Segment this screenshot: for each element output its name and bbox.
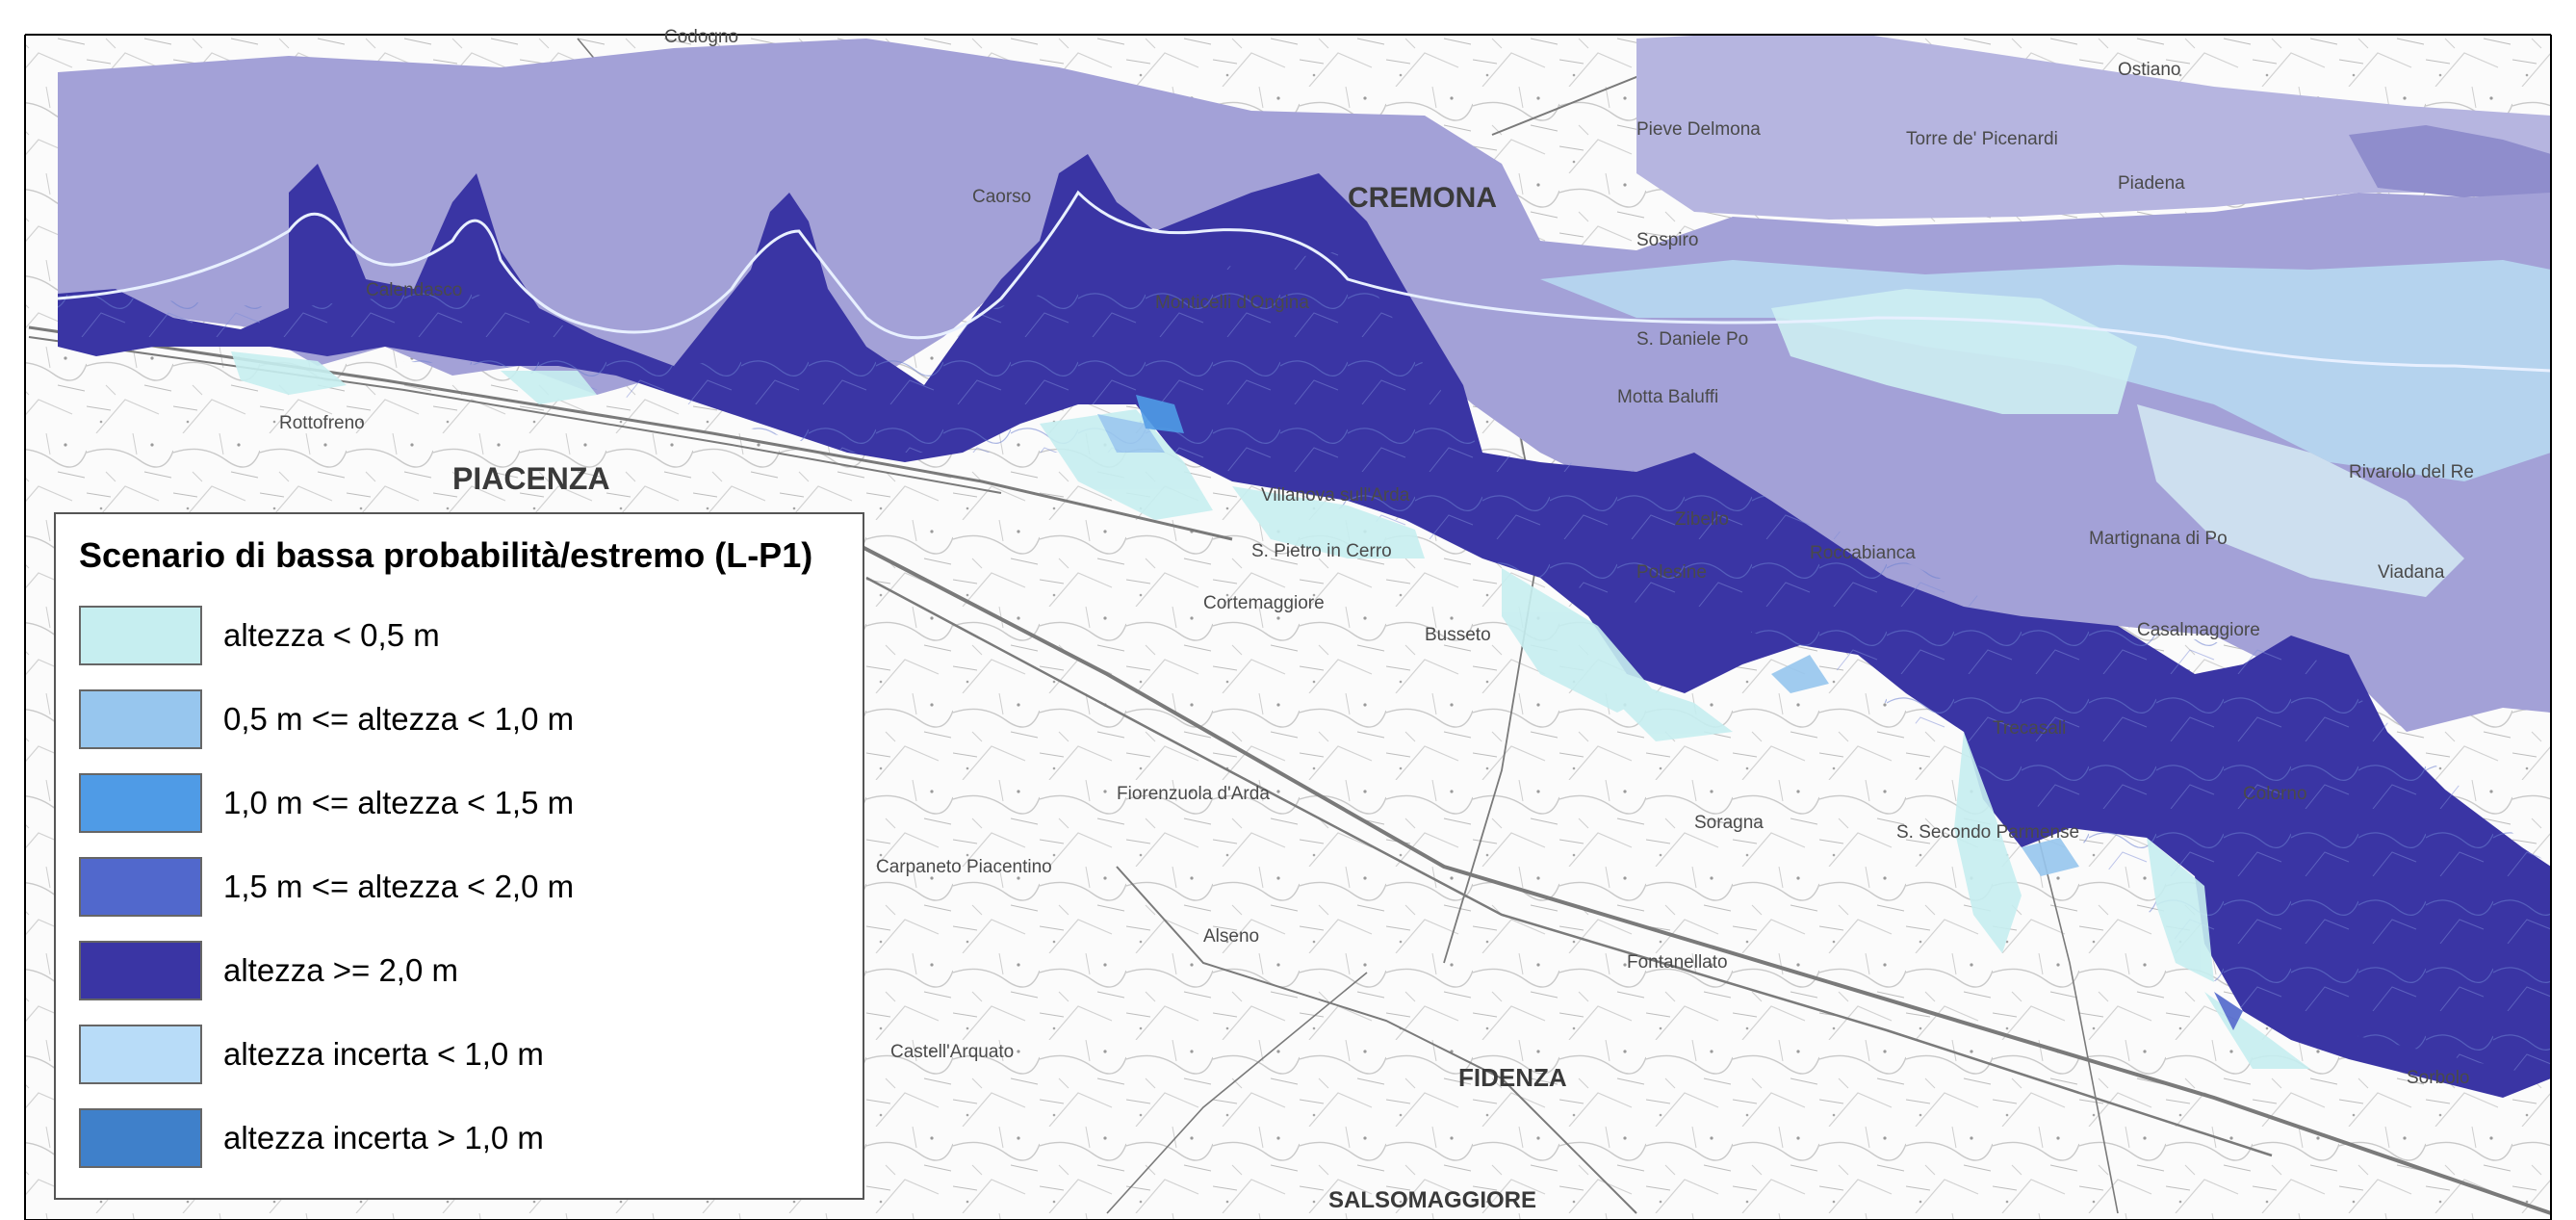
place-polesine: Polesine bbox=[1636, 562, 1707, 583]
legend-item-0-5-to-1-0: 0,5 m <= altezza < 1,0 m bbox=[79, 688, 839, 750]
legend-item-uncertain-gt-1-0: altezza incerta > 1,0 m bbox=[79, 1107, 839, 1169]
place-carpaneto: Carpaneto Piacentino bbox=[876, 857, 1052, 877]
place-pieve-delmona: Pieve Delmona bbox=[1636, 119, 1761, 140]
place-zibello: Zibello bbox=[1675, 509, 1729, 530]
legend-label: 1,5 m <= altezza < 2,0 m bbox=[223, 869, 575, 904]
place-castellarquato: Castell'Arquato bbox=[890, 1042, 1014, 1062]
place-villanova: Villanova sull'Arda bbox=[1261, 485, 1410, 506]
place-ostiano: Ostiano bbox=[2118, 60, 2180, 80]
place-soragna: Soragna bbox=[1694, 813, 1764, 833]
flood-extent-lavender bbox=[58, 39, 2551, 732]
place-cremona: CREMONA bbox=[1348, 182, 1497, 214]
legend-swatch bbox=[79, 1025, 202, 1084]
place-labels: PIACENZA CREMONA FIDENZA SALSOMAGGIORE C… bbox=[279, 27, 2474, 1213]
place-caorso: Caorso bbox=[972, 187, 1031, 207]
place-san-daniele: S. Daniele Po bbox=[1636, 329, 1748, 350]
legend-item-ge-2-0: altezza >= 2,0 m bbox=[79, 940, 839, 1001]
place-motta-baluffi: Motta Baluffi bbox=[1617, 387, 1718, 407]
legend-swatch bbox=[79, 606, 202, 665]
place-torre-picenardi: Torre de' Picenardi bbox=[1906, 129, 2058, 149]
place-salsomaggiore: SALSOMAGGIORE bbox=[1328, 1187, 1536, 1213]
map-legend: Scenario di bassa probabilità/estremo (L… bbox=[54, 512, 864, 1200]
legend-item-1-0-to-1-5: 1,0 m <= altezza < 1,5 m bbox=[79, 772, 839, 834]
place-piacenza: PIACENZA bbox=[452, 461, 610, 496]
legend-label: altezza incerta < 1,0 m bbox=[223, 1036, 544, 1072]
place-cortemaggiore: Cortemaggiore bbox=[1203, 593, 1325, 613]
place-casalmaggiore: Casalmaggiore bbox=[2137, 620, 2260, 640]
place-monticelli: Monticelli d'Ongina bbox=[1155, 293, 1309, 313]
legend-swatch bbox=[79, 689, 202, 749]
place-sospiro: Sospiro bbox=[1636, 230, 1698, 250]
place-fidenza: FIDENZA bbox=[1458, 1063, 1567, 1092]
place-calendasco: Calendasco bbox=[366, 280, 462, 300]
shallow-edges bbox=[231, 351, 2310, 1069]
place-piadena: Piadena bbox=[2118, 173, 2185, 194]
place-rivarolo: Rivarolo del Re bbox=[2349, 462, 2474, 482]
po-river bbox=[57, 190, 2552, 373]
place-sorbolo: Sorbolo bbox=[2407, 1068, 2470, 1088]
legend-item-lt-0-5: altezza < 0,5 m bbox=[79, 605, 839, 666]
legend-item-uncertain-lt-1-0: altezza incerta < 1,0 m bbox=[79, 1024, 839, 1085]
legend-label: altezza < 0,5 m bbox=[223, 617, 440, 653]
place-fontanellato: Fontanellato bbox=[1627, 952, 1728, 973]
place-codogno: Codogno bbox=[664, 27, 738, 47]
legend-swatch bbox=[79, 857, 202, 917]
place-alseno: Alseno bbox=[1203, 926, 1259, 947]
place-martignana: Martignana di Po bbox=[2089, 529, 2228, 549]
legend-label: altezza >= 2,0 m bbox=[223, 952, 458, 988]
legend-title: Scenario di bassa probabilità/estremo (L… bbox=[79, 535, 813, 575]
legend-label: altezza incerta > 1,0 m bbox=[223, 1120, 544, 1155]
place-san-secondo: S. Secondo Parmense bbox=[1896, 822, 2079, 843]
legend-swatch bbox=[79, 941, 202, 1000]
legend-swatch bbox=[79, 773, 202, 833]
legend-swatch bbox=[79, 1108, 202, 1168]
place-fiorenzuola: Fiorenzuola d'Arda bbox=[1117, 784, 1270, 804]
legend-label: 1,0 m <= altezza < 1,5 m bbox=[223, 785, 575, 820]
place-rottofreno: Rottofreno bbox=[279, 413, 365, 433]
place-san-pietro: S. Pietro in Cerro bbox=[1251, 541, 1392, 561]
place-busseto: Busseto bbox=[1425, 625, 1491, 645]
legend-label: 0,5 m <= altezza < 1,0 m bbox=[223, 701, 575, 737]
place-roccabianca: Roccabianca bbox=[1810, 543, 1916, 563]
place-colorno: Colorno bbox=[2243, 784, 2307, 804]
place-trecasali: Trecasali bbox=[1993, 718, 2066, 739]
legend-item-1-5-to-2-0: 1,5 m <= altezza < 2,0 m bbox=[79, 856, 839, 918]
place-viadana: Viadana bbox=[2378, 562, 2445, 583]
